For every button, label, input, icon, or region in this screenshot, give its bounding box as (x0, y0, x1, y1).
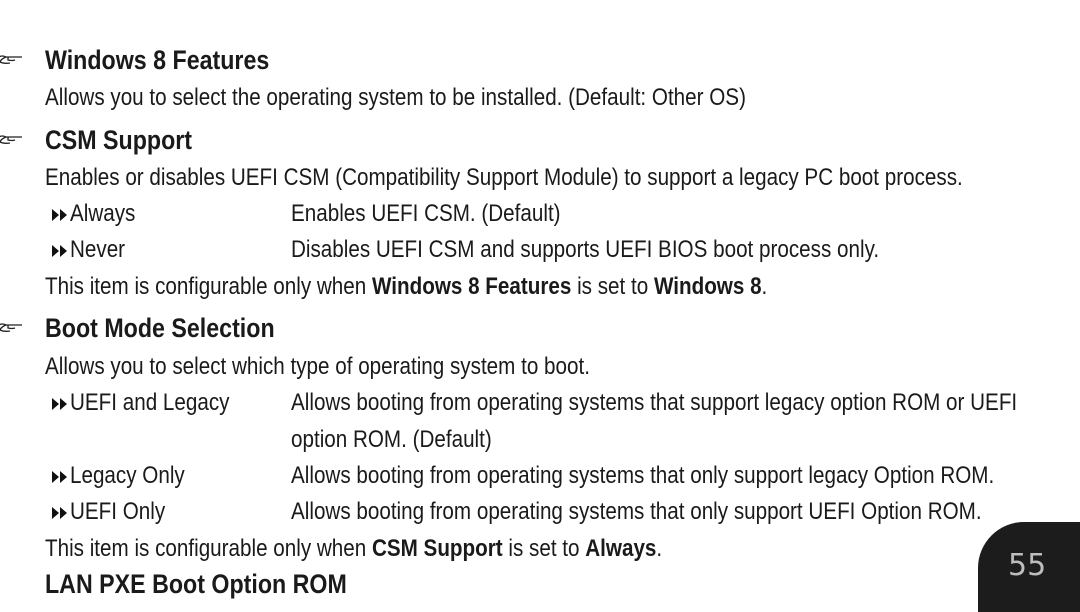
page-number: 55 (1008, 548, 1047, 583)
section-title: CSM Support (45, 125, 193, 155)
option-label: UEFI Only (50, 497, 181, 527)
section-description: Allows you to select the operating syste… (45, 84, 746, 111)
section-title: LAN PXE Boot Option ROM (45, 569, 347, 599)
section-title: Windows 8 Features (45, 45, 270, 75)
configurable-note: This item is configurable only when CSM … (45, 535, 663, 562)
double-arrow-icon (52, 244, 67, 257)
option-description: Disables UEFI CSM and supports UEFI BIOS… (291, 236, 880, 263)
section-description: Allows you to select which type of opera… (45, 353, 590, 380)
section-description: Enables or disables UEFI CSM (Compatibil… (45, 164, 963, 191)
option-label: UEFI and Legacy (50, 388, 255, 418)
configurable-note: This item is configurable only when Wind… (45, 273, 768, 300)
pointing-hand-icon (0, 55, 22, 64)
double-arrow-icon (52, 506, 67, 519)
option-label: Legacy Only (50, 461, 203, 491)
option-description: Allows booting from operating systems th… (291, 462, 995, 489)
double-arrow-icon (52, 208, 67, 221)
option-description: Allows booting from operating systems th… (291, 389, 1018, 416)
option-description: Allows booting from operating systems th… (291, 498, 982, 525)
option-label: Always (50, 199, 146, 229)
pointing-hand-icon (0, 323, 22, 332)
section-title: Boot Mode Selection (45, 313, 275, 343)
option-description-continued: option ROM. (Default) (291, 426, 492, 453)
pointing-hand-icon (0, 135, 22, 144)
option-label: Never (50, 235, 134, 265)
double-arrow-icon (52, 397, 67, 410)
double-arrow-icon (52, 470, 67, 483)
option-description: Enables UEFI CSM. (Default) (291, 200, 561, 227)
